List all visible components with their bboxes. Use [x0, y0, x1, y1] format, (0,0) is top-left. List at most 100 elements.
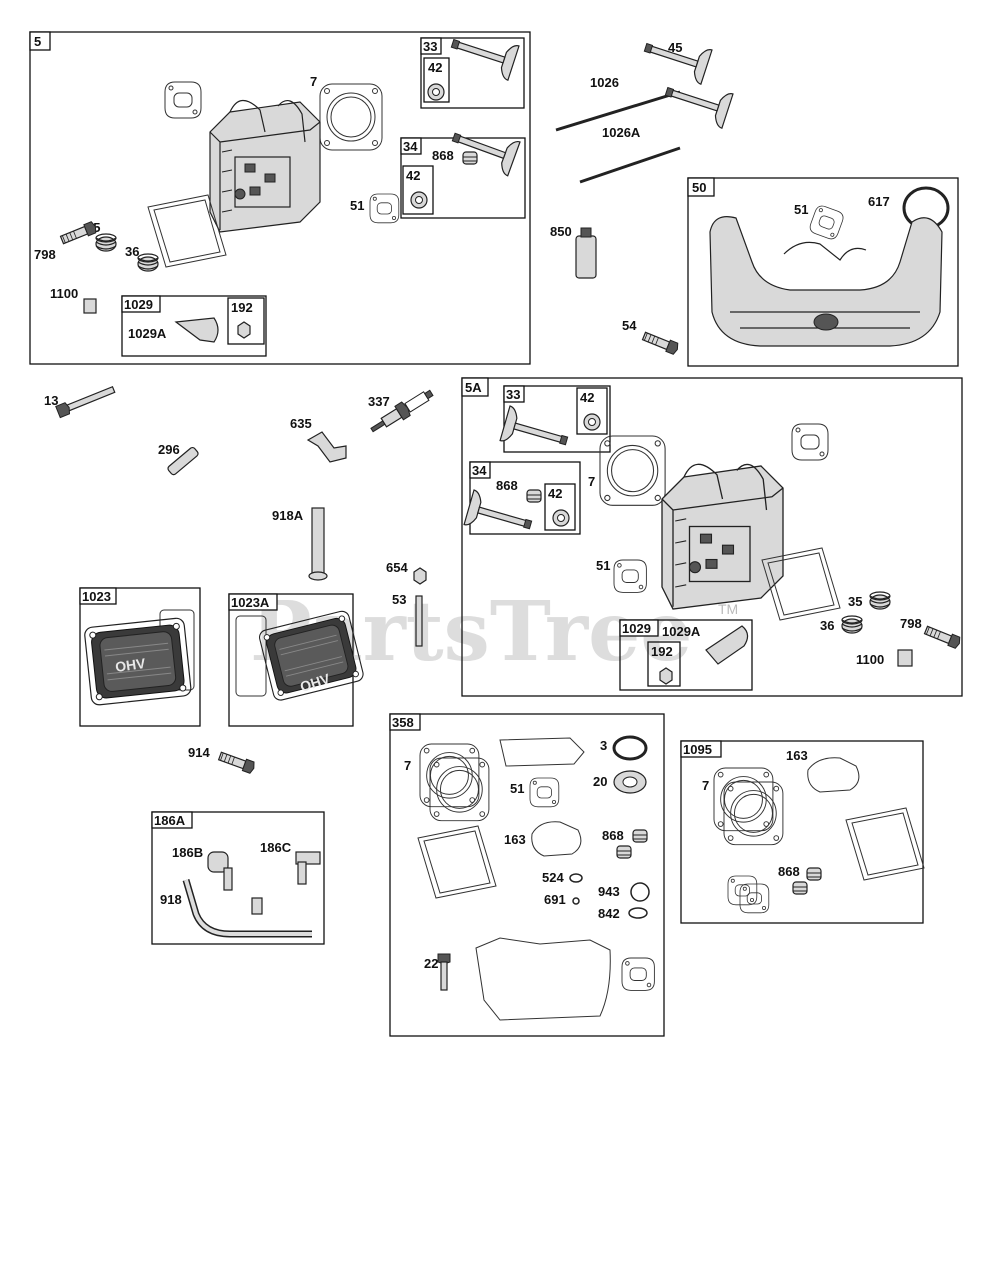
- spring-36a: [137, 253, 159, 272]
- label-296: 296: [158, 442, 180, 457]
- small-gasket-a: [164, 81, 202, 119]
- intake-gasket-d: [529, 777, 560, 808]
- label-1100a: 1100: [50, 286, 78, 301]
- group-33b-frame: [503, 385, 611, 453]
- ring-842: [628, 907, 648, 919]
- group-34a-tag: [400, 137, 422, 155]
- rect-gasket-d: [845, 807, 925, 881]
- group-1029a-label: 1029: [124, 297, 153, 312]
- clip-1100b: [897, 649, 913, 667]
- pin-296: [167, 446, 199, 476]
- small-gasket-b: [791, 423, 829, 461]
- gasket-163a: [531, 821, 582, 857]
- label-36b: 36: [820, 618, 834, 633]
- label-868a: 868: [432, 148, 454, 163]
- valve-33b: [499, 405, 573, 459]
- bolt-54: [641, 329, 681, 356]
- rocker-arm-a: [174, 317, 219, 343]
- group-358-frame: [389, 713, 665, 1037]
- label-1026: 1026: [590, 75, 619, 90]
- label-22: 22: [424, 956, 438, 971]
- bolt-798a: [59, 220, 99, 247]
- group-1029a-frame: [121, 295, 267, 357]
- head-gasket-a: [319, 83, 383, 151]
- group-33b-tag: [503, 385, 525, 403]
- group-1023-tag: [79, 587, 117, 605]
- seal-868d-1: [806, 867, 822, 881]
- group-1023-label: 1023: [82, 589, 111, 604]
- label-654: 654: [386, 560, 408, 575]
- group-50-frame: [687, 177, 959, 367]
- bolt-22: [437, 953, 451, 991]
- label-51a: 51: [350, 198, 364, 213]
- label-51d: 51: [510, 781, 524, 796]
- label-7d: 7: [702, 778, 709, 793]
- group-1029a-tag: [121, 295, 161, 313]
- label-1029Ab: 1029A: [662, 624, 701, 639]
- group-42d-frame: [544, 483, 576, 531]
- group-5A-tag: [461, 377, 489, 397]
- stud-53: [415, 595, 423, 647]
- bolt-13: [55, 385, 116, 419]
- group-42b-frame: [402, 165, 434, 215]
- intake-gasket-a: [369, 193, 400, 224]
- valve-33a: [446, 25, 520, 81]
- group-1029b-frame: [619, 619, 753, 691]
- group-33a-label: 33: [423, 39, 437, 54]
- label-7c: 7: [404, 758, 411, 773]
- cylinder-head-5A: [661, 463, 784, 610]
- bolt-914: [217, 749, 257, 775]
- label-868c: 868: [602, 828, 624, 843]
- spark-plug-337: [370, 389, 434, 433]
- seal-868a: [462, 151, 478, 165]
- crankcase-gasket: [475, 937, 611, 1021]
- label-798b: 798: [900, 616, 922, 631]
- intake-gasket-e: [621, 957, 655, 991]
- group-5-frame: [29, 31, 531, 365]
- group-186A-tag: [151, 811, 193, 829]
- label-798a: 798: [34, 247, 56, 262]
- head-gasket-d: [713, 767, 774, 832]
- group-42a-frame: [423, 57, 450, 103]
- seal-868b: [526, 489, 542, 503]
- group-1023-frame: [79, 587, 201, 727]
- tube-918A: [311, 507, 325, 577]
- cover-text-1023: OHV: [114, 655, 147, 675]
- group-186A-label: 186A: [154, 813, 186, 828]
- label-635: 635: [290, 416, 312, 431]
- label-53: 53: [392, 592, 406, 607]
- label-163a: 163: [504, 832, 526, 847]
- label-36a: 36: [125, 244, 139, 259]
- group-1023A-tag: [228, 593, 278, 611]
- label-850: 850: [550, 224, 572, 239]
- label-20: 20: [593, 774, 607, 789]
- group-5-tag: [29, 31, 51, 51]
- ring-524: [569, 873, 583, 883]
- label-186C: 186C: [260, 840, 292, 855]
- intake-gasket-f: [727, 875, 758, 906]
- gasket-163b: [807, 757, 860, 793]
- label-186B: 186B: [172, 845, 203, 860]
- group-358-label: 358: [392, 715, 414, 730]
- label-617: 617: [868, 194, 890, 209]
- valve-34a: [446, 119, 521, 177]
- cylinder-head-5: [209, 99, 321, 233]
- label-842: 842: [598, 906, 620, 921]
- group-192a-label: 192: [231, 300, 253, 315]
- fitting-186C: [295, 851, 321, 885]
- group-1095-frame: [680, 740, 924, 924]
- sealant-tube-850: [575, 235, 597, 279]
- group-50-tag: [687, 177, 715, 197]
- group-1095-tag: [680, 740, 722, 758]
- group-33a-tag: [420, 37, 442, 55]
- clamp-186A: [251, 897, 263, 915]
- label-868d: 868: [778, 864, 800, 879]
- group-42c-frame: [576, 387, 608, 435]
- group-5-label: 5: [34, 34, 41, 49]
- label-163b: 163: [786, 748, 808, 763]
- intake-gasket-b: [807, 203, 846, 242]
- label-7b: 7: [588, 474, 595, 489]
- seal-868c-2: [616, 845, 632, 859]
- group-50-label: 50: [692, 180, 706, 195]
- label-51c: 51: [596, 558, 610, 573]
